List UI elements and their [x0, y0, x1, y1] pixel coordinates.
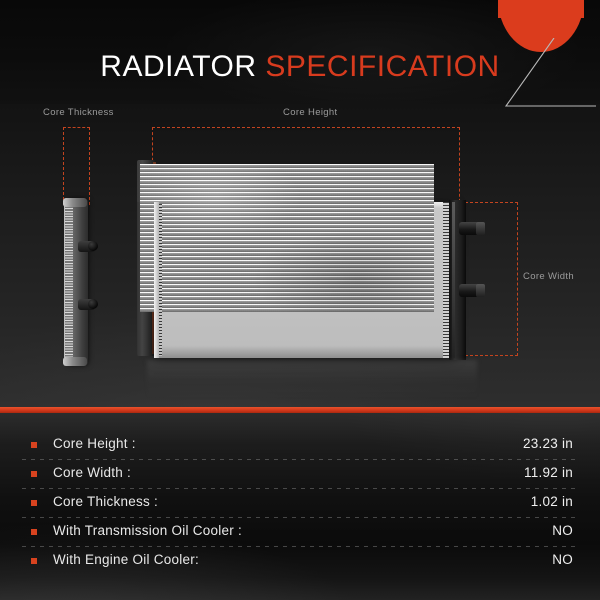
spec-row-label: Core Thickness : [53, 494, 159, 509]
radiator-core-right-tube-edge [443, 202, 450, 358]
spec-row-separator [22, 488, 578, 489]
side-view-body [68, 199, 88, 365]
radiator-port-lower [459, 284, 479, 297]
radiator-reflection [147, 360, 477, 400]
core-width-measure-box [460, 202, 518, 356]
spec-row: With Engine Oil Cooler: NO [22, 547, 578, 576]
radiator-port-upper-cap [476, 222, 485, 235]
core-width-label: Core Width [523, 271, 575, 282]
spec-row-label: With Engine Oil Cooler: [53, 552, 200, 567]
spec-row-label: Core Width : [53, 465, 132, 480]
core-height-label: Core Height [283, 107, 338, 118]
side-view-port-upper [78, 241, 95, 252]
page-title: RADIATOR SPECIFICATION [0, 52, 600, 82]
spec-row: Core Height : 23.23 in [22, 431, 578, 460]
corner-chevron-line [488, 38, 598, 114]
spec-row-value: 23.23 in [522, 436, 573, 451]
spec-row-value: 1.02 in [530, 494, 573, 509]
spec-row-value: 11.92 in [523, 465, 573, 480]
core-thickness-label: Core Thickness [43, 107, 114, 118]
spec-row-bullet-icon [31, 558, 37, 564]
page-title-part1: RADIATOR [100, 50, 257, 83]
spec-row-value: NO [552, 552, 573, 567]
core-thickness-measure-box [63, 127, 90, 205]
radiator-port-upper [459, 222, 479, 235]
spec-table-panel: Core Height : 23.23 in Core Width : 11.92 i… [0, 413, 600, 600]
side-view-bottom-cap [63, 357, 87, 366]
spec-row-separator [22, 546, 578, 547]
side-view-top-cap [63, 198, 87, 207]
spec-row: Core Width : 11.92 in [22, 460, 578, 489]
spec-row: Core Thickness : 1.02 in [22, 489, 578, 518]
radiator-core-fins [140, 164, 434, 312]
spec-row-label: With Transmission Oil Cooler : [53, 523, 243, 538]
spec-row-label: Core Height : [53, 436, 136, 451]
radiator-core-gloss [140, 164, 434, 312]
radiator-right-tank-highlight [452, 202, 455, 358]
radiator-front-view-image [137, 160, 485, 360]
spec-row-separator [22, 459, 578, 460]
side-view-port-lower [78, 299, 95, 310]
spec-row-bullet-icon [31, 471, 37, 477]
side-view-port-upper-knob [88, 241, 98, 251]
side-view-fin-edge [64, 203, 73, 361]
spec-row-bullet-icon [31, 529, 37, 535]
page-title-part2: SPECIFICATION [265, 50, 500, 83]
spec-row-separator [22, 517, 578, 518]
spec-row-bullet-icon [31, 500, 37, 506]
radiator-core-left-tube-edge [159, 204, 162, 356]
radiator-port-lower-cap [476, 284, 485, 297]
radiator-side-view-image [62, 198, 98, 366]
spec-row-value: NO [552, 523, 573, 538]
spec-row-bullet-icon [31, 442, 37, 448]
side-view-port-lower-knob [88, 299, 98, 309]
spec-row: With Transmission Oil Cooler : NO [22, 518, 578, 547]
red-divider-bar [0, 407, 600, 413]
